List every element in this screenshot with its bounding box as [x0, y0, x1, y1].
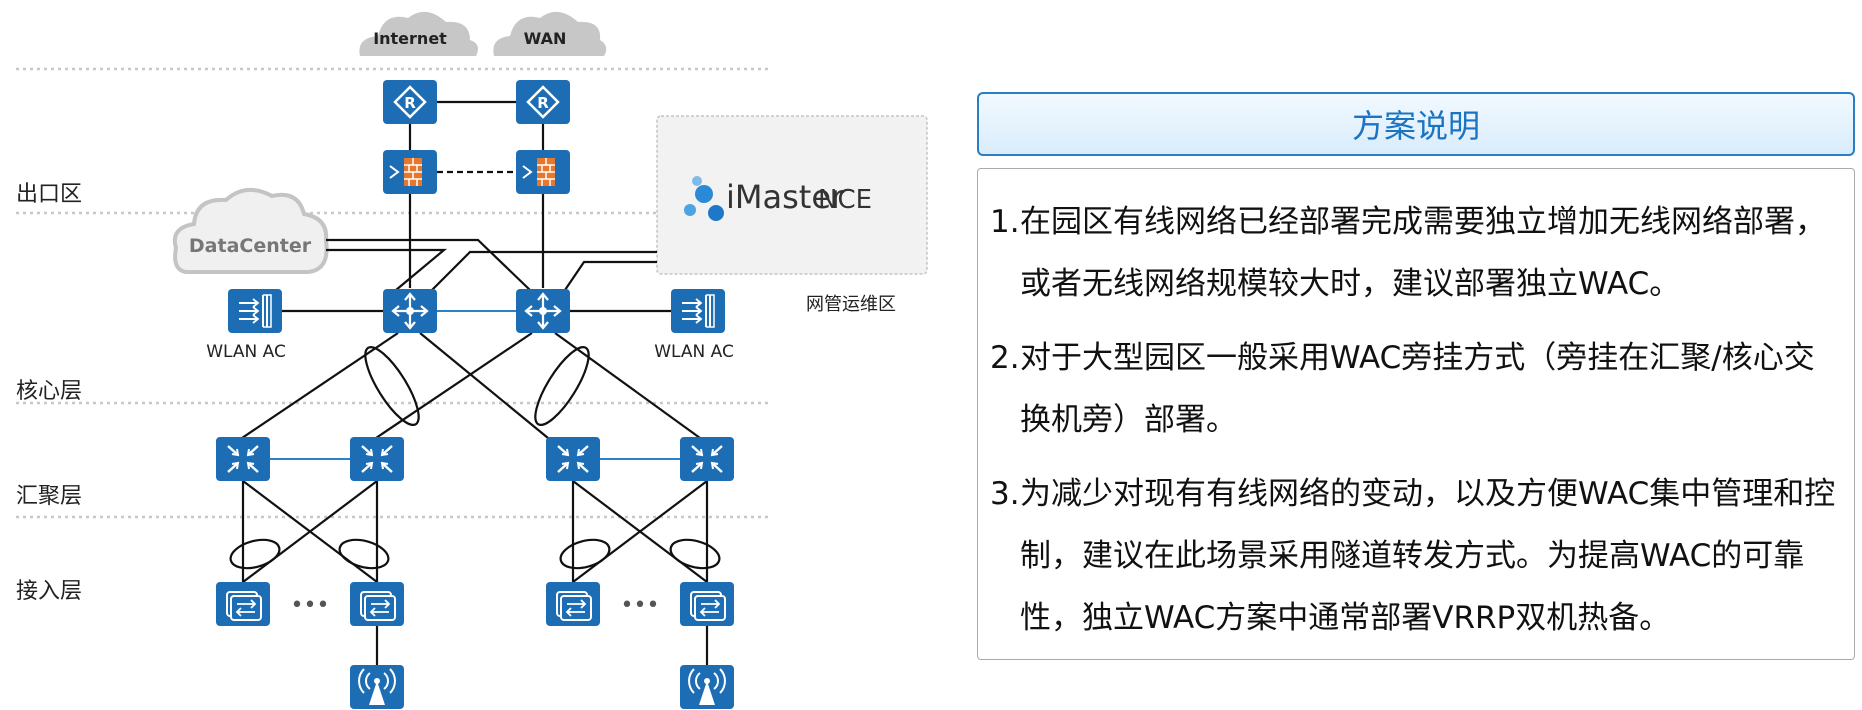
layer-label-access: 接入层 — [16, 579, 83, 604]
panel-title-box: 方案说明 — [977, 92, 1855, 156]
wlan-ac-left — [227, 288, 283, 334]
internet-cloud: Internet — [359, 11, 478, 56]
stack-links — [270, 310, 680, 460]
core-switch-left — [381, 287, 439, 335]
nce-zone-label: 网管运维区 — [806, 294, 896, 315]
wlan-ac-left-label: WLAN AC — [206, 342, 286, 362]
datacenter-label: DataCenter — [189, 235, 312, 257]
access-ellipsis-right: ••• — [621, 593, 660, 618]
internet-label: Internet — [373, 29, 447, 48]
link-aggregation-marks — [229, 346, 721, 570]
description-text: 对于大型园区一般采用WAC旁挂方式（旁挂在汇聚/核心交换机旁）部署。 — [1020, 340, 1815, 438]
wlan-ac-right-label: WLAN AC — [654, 342, 734, 362]
datacenter-cloud: DataCenter — [172, 188, 329, 274]
ap-right — [679, 664, 735, 710]
firewall-right — [515, 149, 571, 195]
imaster-nce-box: iMaster NCE — [656, 115, 928, 275]
layer-label-exit: 出口区 — [16, 182, 83, 207]
access-switch-2 — [349, 581, 405, 627]
agg-switch-3 — [544, 435, 602, 483]
description-item: 3. 为减少对现有有线网络的变动，以及方便WAC集中管理和控制，建议在此场景采用… — [990, 463, 1842, 649]
access-switch-4 — [679, 581, 735, 627]
network-diagram: R — [16, 11, 928, 710]
agg-switch-2 — [348, 435, 406, 483]
description-item: 1. 在园区有线网络已经部署完成需要独立增加无线网络部署，或者无线网络规模较大时… — [990, 191, 1842, 315]
agg-switch-1 — [214, 435, 272, 483]
agg-switch-4 — [678, 435, 736, 483]
nce-logo-icon — [684, 176, 724, 221]
ap-left — [349, 664, 405, 710]
description-box: 1. 在园区有线网络已经部署完成需要独立增加无线网络部署，或者无线网络规模较大时… — [977, 168, 1855, 660]
description-item: 2. 对于大型园区一般采用WAC旁挂方式（旁挂在汇聚/核心交换机旁）部署。 — [990, 327, 1842, 451]
panel-title: 方案说明 — [1351, 107, 1480, 145]
core-switch-right — [514, 287, 572, 335]
description-text: 在园区有线网络已经部署完成需要独立增加无线网络部署，或者无线网络规模较大时，建议… — [1020, 204, 1826, 302]
wan-label: WAN — [524, 29, 567, 48]
wan-cloud: WAN — [493, 11, 607, 56]
wlan-ac-right — [670, 288, 726, 334]
description-number: 2. — [990, 340, 1020, 376]
links — [241, 100, 709, 665]
layer-label-core: 核心层 — [16, 379, 83, 404]
access-switch-3 — [545, 581, 601, 627]
description-text: 为减少对现有有线网络的变动，以及方便WAC集中管理和控制，建议在此场景采用隧道转… — [1020, 476, 1836, 636]
nce-name-main: iMaster — [726, 178, 845, 216]
nce-name-sub: NCE — [818, 185, 872, 215]
description-number: 3. — [990, 476, 1020, 512]
layer-label-aggregation: 汇聚层 — [16, 484, 83, 509]
access-ellipsis-left: ••• — [291, 593, 330, 618]
firewall-left — [382, 149, 438, 195]
description-number: 1. — [990, 204, 1020, 240]
access-switch-1 — [215, 581, 271, 627]
router-internet — [381, 78, 439, 126]
router-wan — [514, 78, 572, 126]
